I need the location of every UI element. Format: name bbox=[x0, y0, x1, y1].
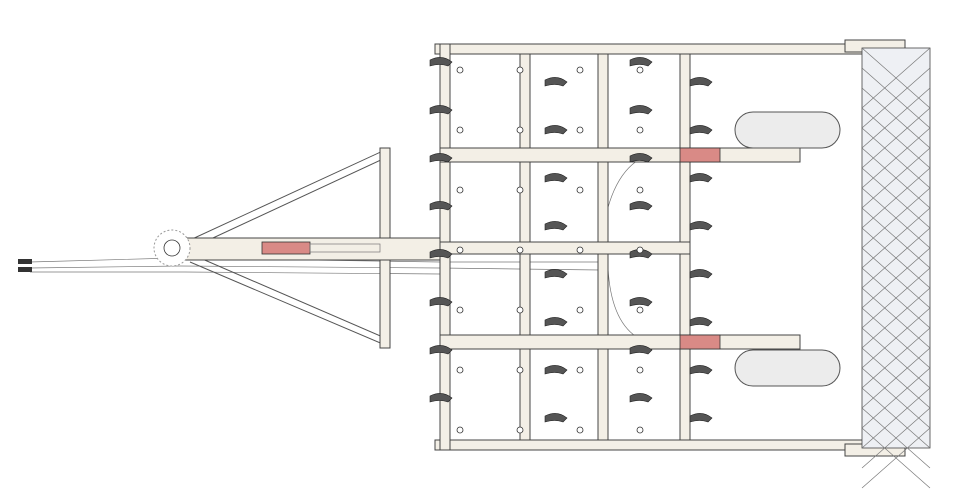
disc-blade bbox=[629, 105, 653, 115]
disc-blade bbox=[429, 57, 453, 67]
drawbar bbox=[153, 147, 441, 349]
disc-blade bbox=[544, 413, 568, 423]
hydraulic-cylinder-top bbox=[679, 147, 721, 163]
bolt bbox=[576, 126, 584, 134]
disc-blade bbox=[689, 269, 713, 279]
bolt bbox=[576, 246, 584, 254]
disc-blade bbox=[629, 57, 653, 67]
bolt bbox=[576, 306, 584, 314]
transport-wheels bbox=[734, 111, 841, 387]
bolt bbox=[456, 306, 464, 314]
bolt bbox=[576, 426, 584, 434]
drawbar-cylinder bbox=[261, 241, 311, 255]
bolt bbox=[456, 126, 464, 134]
bolt bbox=[516, 306, 524, 314]
disc-blade bbox=[629, 201, 653, 211]
disc-blade bbox=[429, 249, 453, 259]
disc-blade bbox=[689, 77, 713, 87]
wheel-bottom bbox=[734, 349, 841, 387]
bolt bbox=[636, 366, 644, 374]
disc-blade bbox=[429, 153, 453, 163]
disc-blade bbox=[629, 297, 653, 307]
main-frame bbox=[439, 43, 801, 451]
bolt bbox=[456, 66, 464, 74]
wheel-top bbox=[734, 111, 841, 149]
hydraulic-cylinder-bottom bbox=[679, 334, 721, 350]
disc-blade bbox=[689, 413, 713, 423]
disc-blade bbox=[429, 345, 453, 355]
bolt bbox=[516, 186, 524, 194]
disc-blade bbox=[544, 269, 568, 279]
disc-blade bbox=[544, 125, 568, 135]
disc-blade bbox=[544, 317, 568, 327]
bolt bbox=[636, 186, 644, 194]
bolt bbox=[516, 426, 524, 434]
bolt bbox=[576, 366, 584, 374]
bolt bbox=[456, 426, 464, 434]
disc-blade bbox=[429, 201, 453, 211]
bolt bbox=[516, 366, 524, 374]
bolt bbox=[456, 186, 464, 194]
bolt bbox=[636, 246, 644, 254]
disc-blade bbox=[429, 393, 453, 403]
disc-blade bbox=[629, 345, 653, 355]
bolt bbox=[576, 186, 584, 194]
disc-blade bbox=[689, 173, 713, 183]
bolt bbox=[516, 246, 524, 254]
bolt bbox=[636, 126, 644, 134]
disc-blade bbox=[429, 297, 453, 307]
disc-blade bbox=[629, 393, 653, 403]
disc-blade bbox=[689, 125, 713, 135]
disc-gangs bbox=[429, 57, 713, 434]
bolt bbox=[636, 306, 644, 314]
disc-blade bbox=[629, 153, 653, 163]
crumbler-roller bbox=[844, 39, 931, 489]
disc-blade bbox=[544, 173, 568, 183]
roller-bar bbox=[861, 427, 931, 489]
bolt bbox=[516, 66, 524, 74]
bolt bbox=[636, 426, 644, 434]
bolt bbox=[636, 66, 644, 74]
disc-blade bbox=[689, 365, 713, 375]
wheel-cylinders bbox=[679, 147, 721, 350]
bolt bbox=[456, 366, 464, 374]
disc-blade bbox=[544, 365, 568, 375]
bolt bbox=[516, 126, 524, 134]
disc-blade bbox=[689, 221, 713, 231]
bolt bbox=[576, 66, 584, 74]
disc-blade bbox=[544, 221, 568, 231]
roller-bar bbox=[861, 407, 931, 469]
hose-couplers bbox=[18, 259, 32, 272]
disc-blade bbox=[689, 317, 713, 327]
disc-blade bbox=[429, 105, 453, 115]
bolt bbox=[456, 246, 464, 254]
disc-blade bbox=[544, 77, 568, 87]
